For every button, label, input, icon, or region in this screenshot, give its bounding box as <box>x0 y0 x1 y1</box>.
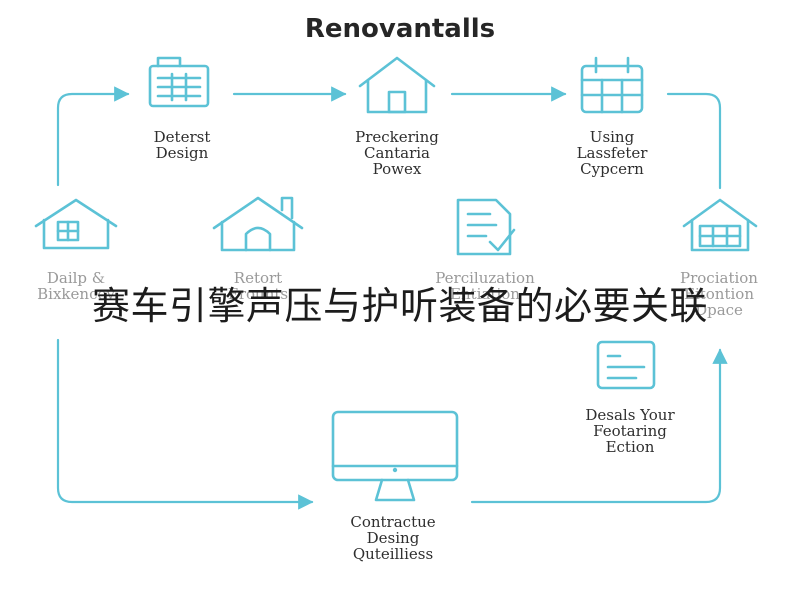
node-label-line: Feotaring <box>593 422 667 440</box>
document-grid-icon <box>148 56 210 108</box>
node-label-line: Dailp & <box>46 269 106 287</box>
node-label-n2: Preckering Cantaria Powex <box>322 129 472 177</box>
node-label-line: Dpace <box>695 301 743 319</box>
diagram-title: Renovantalls <box>304 14 496 44</box>
node-label-line: Quteilliess <box>352 545 434 563</box>
connector-right-up <box>470 348 728 504</box>
node-label-line: Desals Your <box>585 406 675 424</box>
node-label-n4: Dailp & Bixkencev <box>1 270 151 302</box>
node-label-n7: Prociation Eitontion Dpace <box>644 270 794 318</box>
node-label-line: Using <box>589 128 635 146</box>
node-label-line: Cantaria <box>364 144 430 162</box>
house-door-icon <box>212 196 304 252</box>
node-label-n5: Retort Erounts <box>183 270 333 302</box>
house-window-icon <box>34 198 118 250</box>
node-label-line: Preckering <box>355 128 439 146</box>
node-label-line: Erounts <box>227 285 289 303</box>
connector-left-up <box>56 86 130 187</box>
node-label-line: Perciluzation <box>435 269 535 287</box>
node-label-line: Contractue <box>350 513 436 531</box>
overlay-caption: 赛车引擎声压与护听装备的必要关联 <box>91 284 708 328</box>
node-label-line: Deterst <box>153 128 211 146</box>
node-label-n8: Desals Your Feotaring Ection <box>555 407 705 455</box>
node-label-n3: Using Lassfeter Cypcern <box>537 129 687 177</box>
monitor-power-dot <box>392 467 398 473</box>
node-label-line: Retort <box>233 269 283 287</box>
node-label-line: Prociation <box>680 269 758 287</box>
node-label-line: Desing <box>366 529 420 547</box>
node-label-line: Bixkencev <box>37 285 115 303</box>
node-label-line: Ection <box>605 438 655 456</box>
node-label-line: Entiation <box>450 285 520 303</box>
node-label-line: Design <box>155 144 209 162</box>
house-icon <box>358 56 436 114</box>
form-icon <box>596 340 656 390</box>
monitor-icon <box>331 410 459 502</box>
node-label-line: Cypcern <box>580 160 644 178</box>
node-label-line: Powex <box>372 160 422 178</box>
node-label-n1: Deterst Design <box>107 129 257 161</box>
node-label-line: Eitontion <box>684 285 754 303</box>
house-grid-icon <box>682 198 758 252</box>
calendar-icon <box>580 56 644 114</box>
node-label-line: Lassfeter <box>576 144 648 162</box>
node-label-n9: Contractue Desing Quteilliess <box>318 514 468 562</box>
checklist-icon <box>456 198 516 256</box>
node-label-n6: Perciluzation Entiation <box>410 270 560 302</box>
connector-right-down <box>666 92 722 190</box>
connector-left-down <box>56 338 314 510</box>
